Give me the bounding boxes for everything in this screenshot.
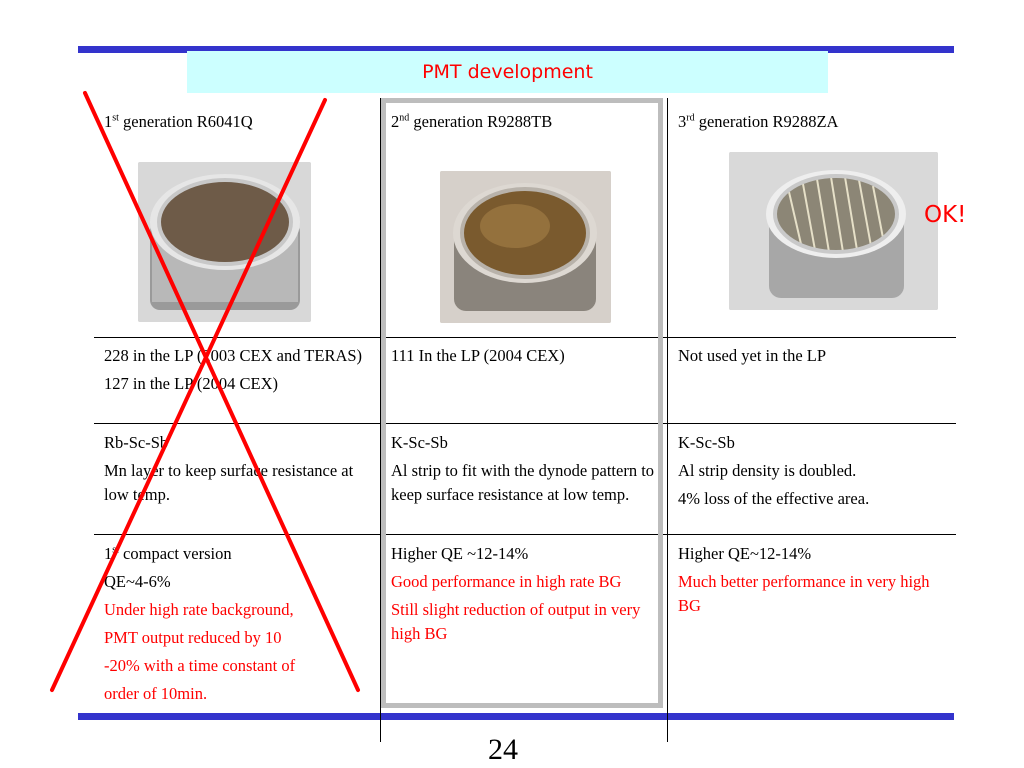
col3-usage: Not used yet in the LP — [678, 346, 827, 365]
pmt-photo-r6041q — [138, 162, 311, 322]
column-highlight-frame — [381, 98, 663, 708]
col3-performance: Higher QE~12-14% Much better performance… — [678, 544, 930, 615]
row-divider — [94, 423, 956, 424]
col2-usage: 111 In the LP (2004 CEX) — [391, 346, 565, 365]
top-rule — [78, 46, 954, 53]
bottom-rule — [78, 713, 954, 720]
page-title: PMT development — [422, 61, 593, 83]
ok-annotation: OK! — [924, 202, 967, 228]
column-divider — [380, 98, 381, 742]
row-divider — [94, 337, 956, 338]
pmt-photo-r9288tb — [440, 171, 611, 323]
col1-header: 1st generation R6041Q — [104, 112, 253, 131]
col2-performance: Higher QE ~12-14% Good performance in hi… — [391, 544, 641, 643]
col3-header: 3rd generation R9288ZA — [678, 112, 839, 131]
column-divider — [667, 98, 668, 742]
col1-cathode: Rb-Sc-Sb Mn layer to keep surface resist… — [104, 433, 354, 504]
col1-usage: 228 in the LP (2003 CEX and TERAS) 127 i… — [104, 346, 363, 393]
col3-cathode: K-Sc-Sb Al strip density is doubled. 4% … — [678, 433, 870, 508]
page-number: 24 — [488, 733, 518, 766]
pmt-photo-r9288za — [729, 152, 938, 310]
col2-cathode: K-Sc-Sb Al strip to fit with the dynode … — [391, 433, 655, 504]
col1-performance: 1st compact version QE~4-6% Under high r… — [104, 544, 296, 703]
col2-header: 2nd generation R9288TB — [391, 112, 553, 131]
title-banner: PMT development — [187, 51, 828, 93]
row-divider — [94, 534, 956, 535]
